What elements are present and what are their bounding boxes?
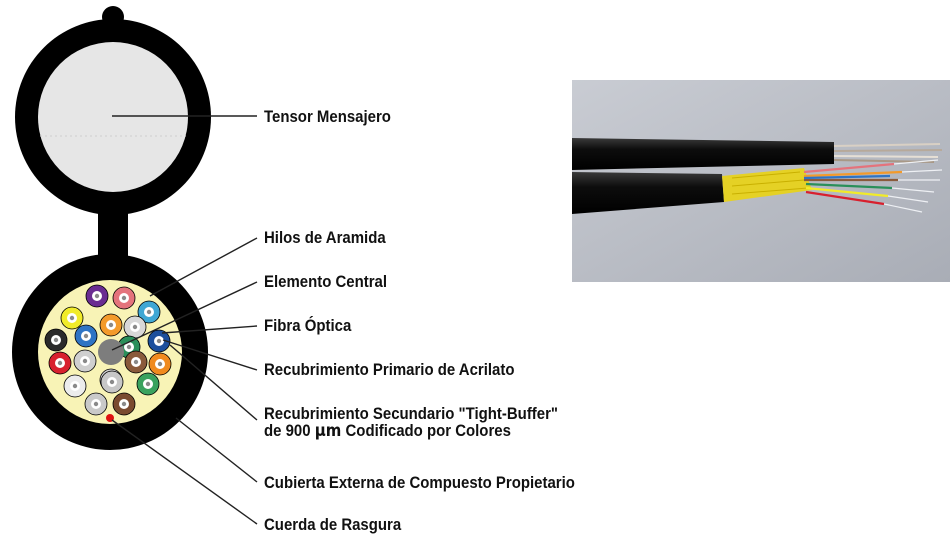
label-recubrimiento-secundario: Recubrimiento Secundario "Tight-Buffer" … (264, 405, 558, 440)
fiber-glass-core (121, 401, 127, 407)
fiber-glass-core (93, 401, 99, 407)
fiber-glass-core (156, 338, 162, 344)
central-member (98, 339, 124, 365)
fiber-glass-core (53, 337, 59, 343)
fiber-glass-core (145, 381, 151, 387)
label-tensor-mensajero: Tensor Mensajero (264, 107, 391, 126)
fiber-glass-core (146, 309, 152, 315)
messenger-top-bump (102, 6, 124, 28)
fiber-glass-core (83, 333, 89, 339)
fiber-glass-core (126, 344, 132, 350)
leader-aramid (149, 237, 258, 297)
fiber-glass-core (94, 293, 100, 299)
fiber-glass-core (109, 379, 115, 385)
fiber-glass-core (72, 383, 78, 389)
label-recubrimiento-primario: Recubrimiento Primario de Acrilato (264, 360, 515, 379)
leader-secondary (169, 344, 258, 421)
label-cuerda-de-rasgura: Cuerda de Rasgura (264, 515, 402, 534)
fiber-glass-core (69, 315, 75, 321)
fiber-glass-core (121, 295, 127, 301)
fiber-glass-core (82, 358, 88, 364)
leader-fiber (161, 325, 258, 334)
fiber-glass-core (57, 360, 63, 366)
messenger-section (15, 6, 211, 215)
fiber-glass-core (108, 322, 114, 328)
leader-central (111, 281, 258, 351)
photo-glass-fibers (883, 159, 943, 213)
photo-unit-jacket (572, 172, 724, 214)
photo-colored-fibers (803, 162, 903, 206)
leader-jacket (175, 417, 258, 483)
label-cubierta-externa: Cubierta Externa de Compuesto Propietari… (264, 473, 575, 492)
leader-primary (162, 339, 258, 371)
label-recubrimiento-secundario-line1: Recubrimiento Secundario "Tight-Buffer" (264, 404, 559, 423)
fiber-unit-section (12, 254, 208, 450)
label-secondary-line2-suffix: Codificado por Colores (341, 421, 511, 440)
fiber-glass-core (132, 324, 138, 330)
photo-aramid-strands (731, 171, 809, 195)
fiber-glass-core (157, 361, 163, 367)
cable-photo (572, 80, 950, 282)
photo-messenger-jacket (572, 138, 834, 170)
tensor-mensajero (38, 42, 188, 192)
label-secondary-line2-prefix: de 900 (264, 421, 315, 440)
label-fibra-optica: Fibra Óptica (264, 316, 352, 335)
label-recubrimiento-secundario-line2: de 900 µm Codificado por Colores (264, 422, 558, 440)
label-hilos-de-aramida: Hilos de Aramida (264, 228, 386, 247)
tight-buffered-fibers (44, 284, 172, 416)
label-secondary-line2-unit: µm (314, 421, 342, 441)
label-elemento-central: Elemento Central (264, 272, 388, 291)
leader-ripcord (111, 419, 258, 525)
fiber-glass-core (133, 359, 139, 365)
leader-lines (111, 115, 258, 525)
